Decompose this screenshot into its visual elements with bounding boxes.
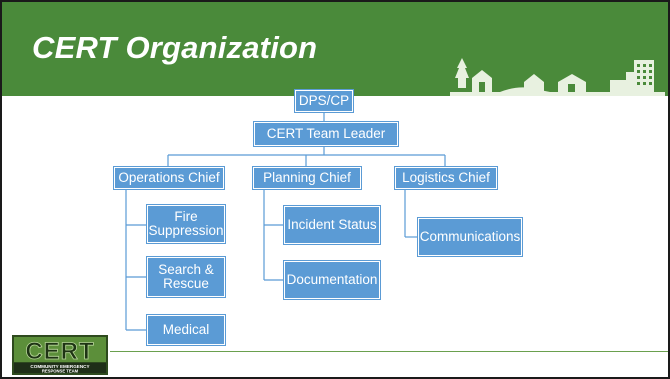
org-node-incident-status: Incident Status: [284, 206, 380, 244]
svg-text:CERT: CERT: [25, 338, 94, 365]
org-node-team-leader: CERT Team Leader: [254, 122, 398, 146]
org-node-medical: Medical: [147, 315, 225, 345]
svg-text:COMMUNITY EMERGENCY: COMMUNITY EMERGENCY: [30, 364, 89, 369]
org-node-root: DPS/CP: [295, 90, 353, 112]
org-node-logistics-chief: Logistics Chief: [395, 167, 497, 189]
org-node-documentation: Documentation: [284, 261, 380, 299]
cert-logo: CERT COMMUNITY EMERGENCY RESPONSE TEAM: [12, 335, 108, 375]
org-node-operations-chief: Operations Chief: [114, 167, 224, 189]
svg-text:RESPONSE TEAM: RESPONSE TEAM: [42, 369, 79, 374]
org-node-planning-chief: Planning Chief: [253, 167, 361, 189]
skyline-icon: [450, 58, 665, 96]
footer-divider: [110, 351, 668, 352]
slide-title: CERT Organization: [32, 30, 318, 65]
org-node-search-rescue: Search & Rescue: [147, 257, 225, 297]
org-node-communications: Communications: [418, 218, 522, 256]
slide-header: CERT Organization: [2, 2, 668, 96]
org-node-fire-suppression: Fire Suppression: [147, 205, 225, 243]
